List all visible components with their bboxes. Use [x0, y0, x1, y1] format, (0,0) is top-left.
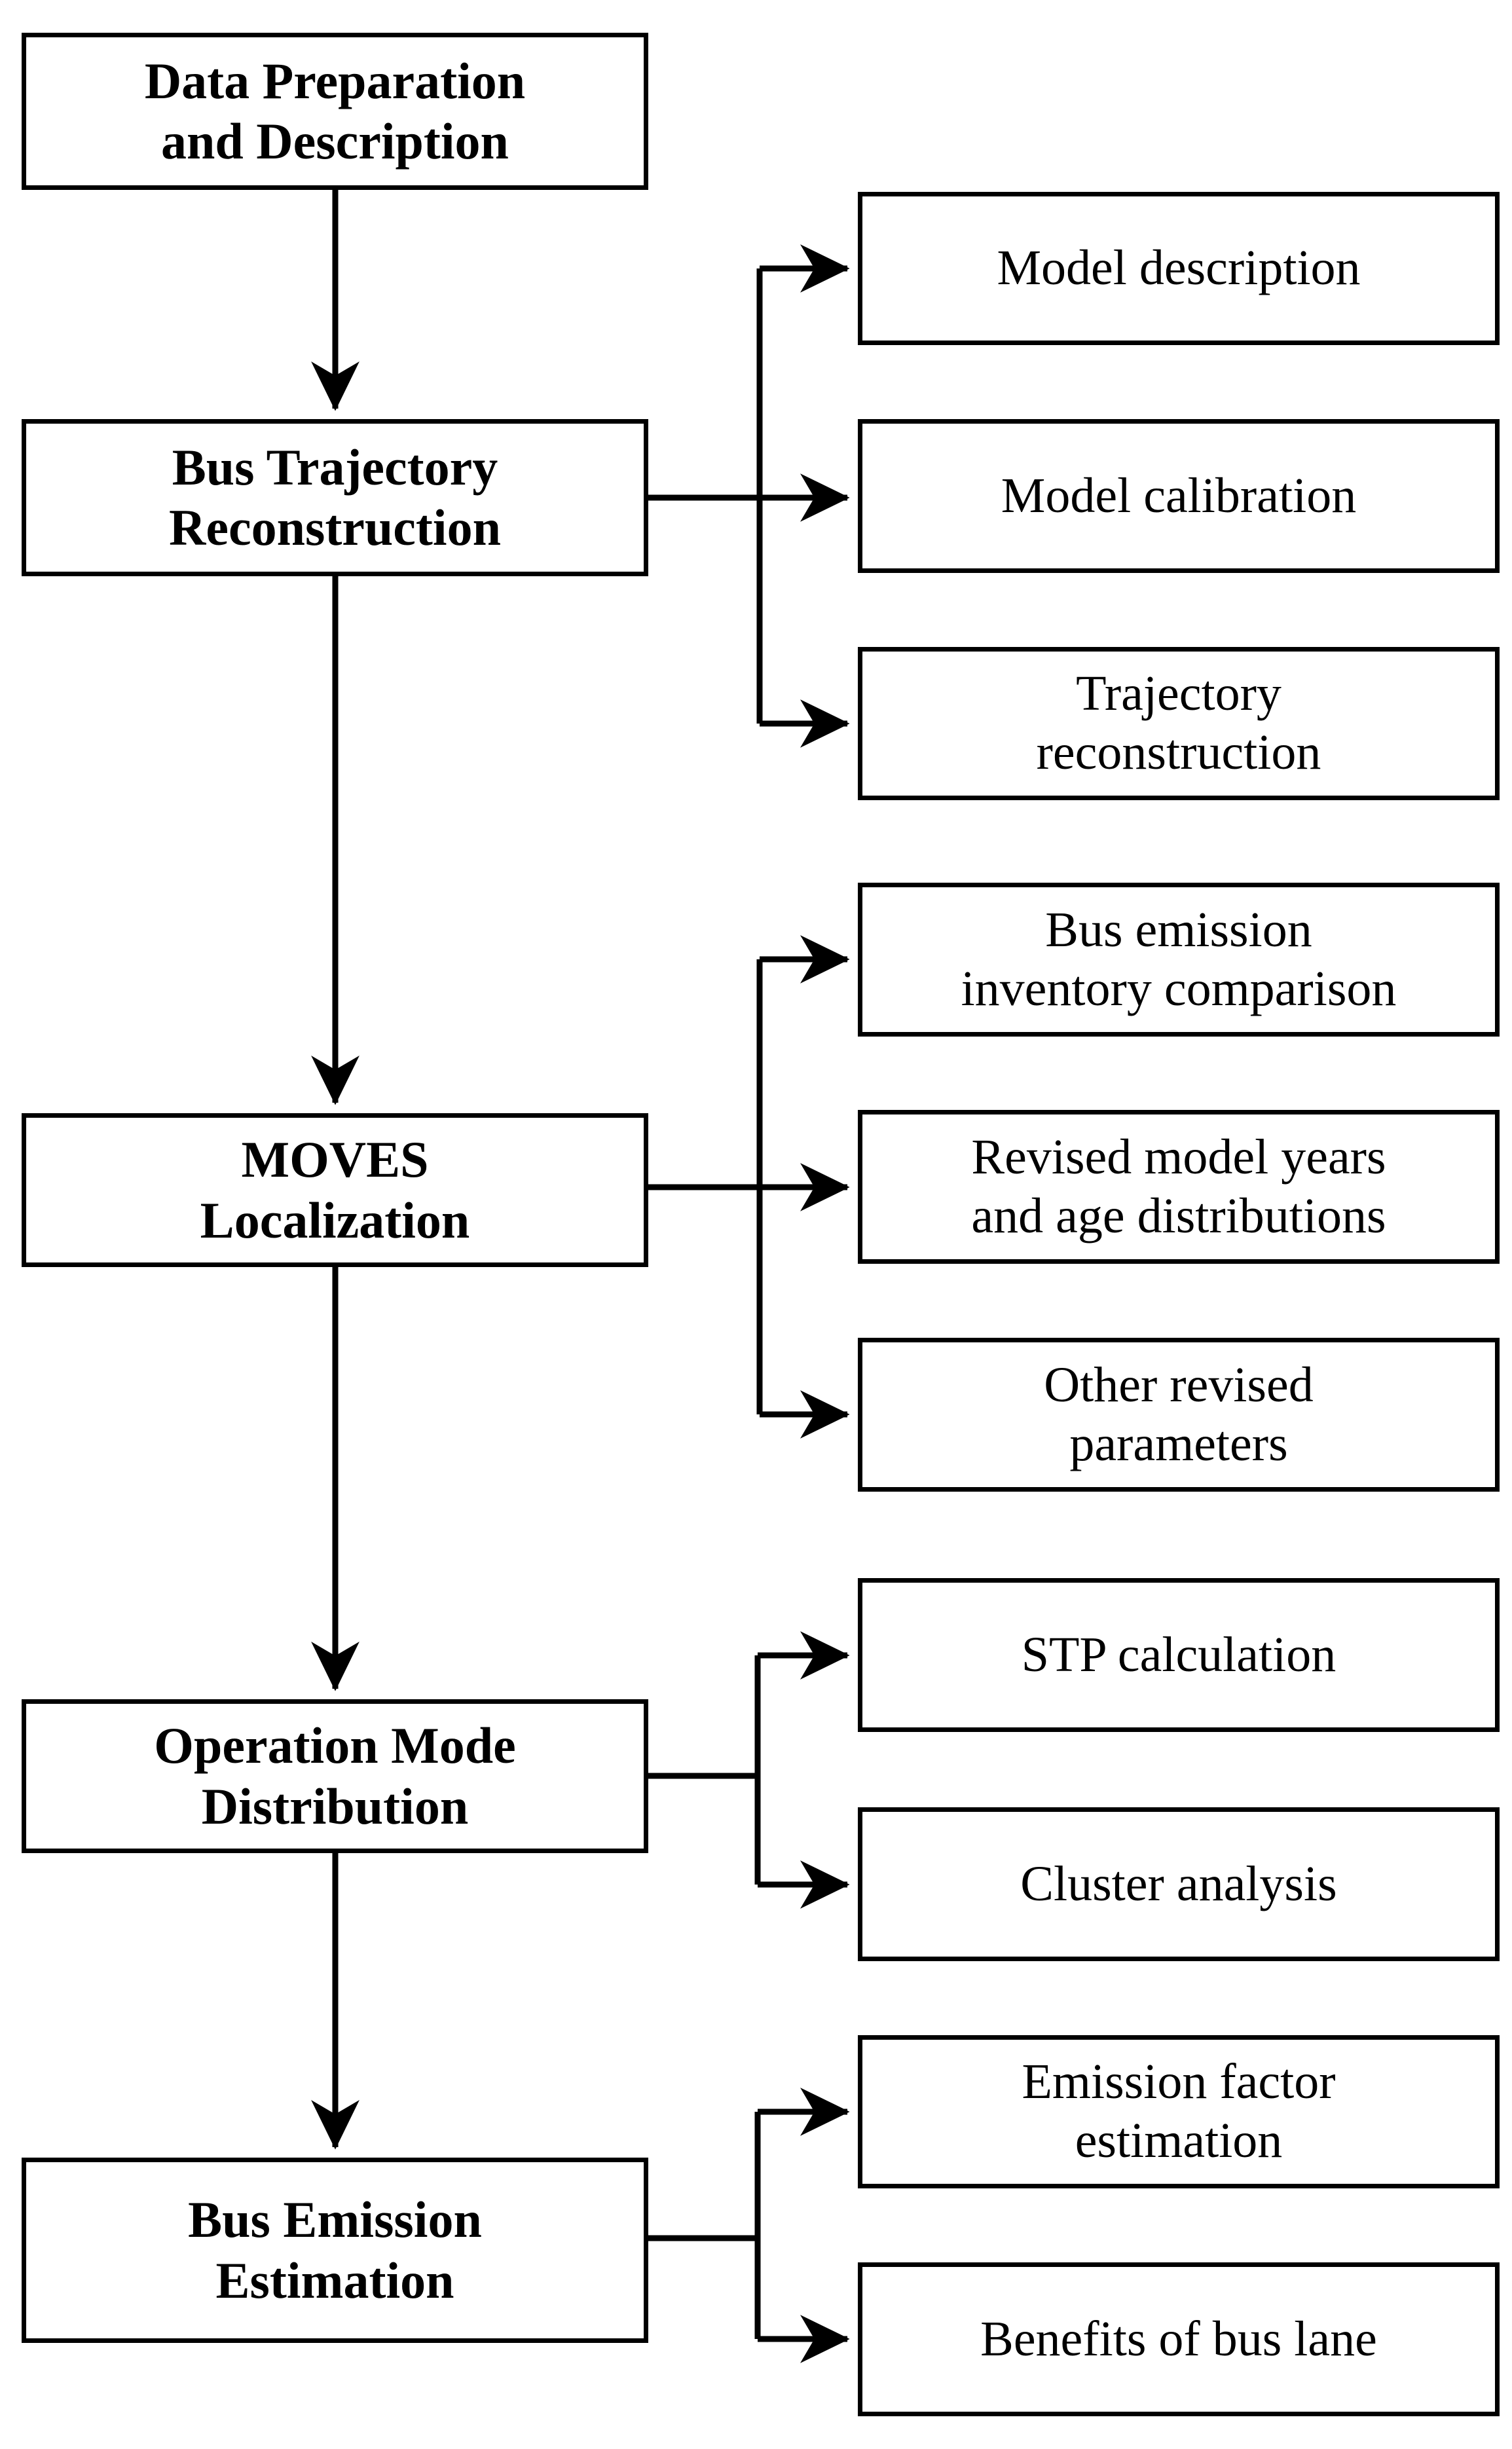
branch-trunk-trajectory [648, 268, 763, 724]
node-label: Model calibration [1001, 468, 1357, 523]
node-stp-calculation[interactable]: STP calculation [858, 1578, 1500, 1732]
branch-trunk-emission [648, 2112, 761, 2339]
branch-arrows-trajectory [760, 244, 850, 748]
node-label: MOVES Localization [200, 1131, 470, 1249]
node-revised-model-years[interactable]: Revised model years and age distribution… [858, 1110, 1500, 1264]
node-label: Trajectory reconstruction [1036, 666, 1321, 780]
node-model-calibration[interactable]: Model calibration [858, 419, 1500, 573]
node-bus-emission-estimation[interactable]: Bus Emission Estimation [22, 2158, 648, 2343]
node-label: Other revised parameters [1044, 1357, 1314, 1471]
node-label: Operation Mode Distribution [154, 1717, 516, 1835]
node-operation-mode-distribution[interactable]: Operation Mode Distribution [22, 1699, 648, 1853]
node-label: Data Preparation and Description [144, 52, 526, 170]
node-label: Bus emission inventory comparison [961, 902, 1397, 1016]
branch-arrows-opmode [758, 1631, 850, 1909]
node-model-description[interactable]: Model description [858, 192, 1500, 345]
node-label: Bus Emission Estimation [188, 2191, 482, 2309]
branch-trunk-opmode [648, 1655, 761, 1885]
node-label: Cluster analysis [1020, 1856, 1337, 1911]
node-label: Revised model years and age distribution… [971, 1129, 1386, 1243]
node-emission-factor-estimation[interactable]: Emission factor estimation [858, 2035, 1500, 2188]
node-bus-trajectory-reconstruction[interactable]: Bus Trajectory Reconstruction [22, 419, 648, 576]
node-label: Benefits of bus lane [980, 2311, 1377, 2366]
node-benefits-of-bus-lane[interactable]: Benefits of bus lane [858, 2262, 1500, 2416]
node-label: Emission factor estimation [1022, 2054, 1336, 2168]
branch-trunk-moves [648, 959, 763, 1414]
node-trajectory-reconstruction[interactable]: Trajectory reconstruction [858, 647, 1500, 800]
node-label: Model description [997, 240, 1361, 296]
node-label: Bus Trajectory Reconstruction [169, 438, 501, 556]
node-label: STP calculation [1021, 1627, 1337, 1682]
branch-arrows-emission [758, 2088, 850, 2363]
node-bus-emission-inventory-comparison[interactable]: Bus emission inventory comparison [858, 883, 1500, 1037]
node-data-preparation[interactable]: Data Preparation and Description [22, 33, 648, 190]
node-cluster-analysis[interactable]: Cluster analysis [858, 1807, 1500, 1961]
branch-arrows-moves [760, 935, 850, 1439]
node-other-revised-parameters[interactable]: Other revised parameters [858, 1338, 1500, 1492]
node-moves-localization[interactable]: MOVES Localization [22, 1113, 648, 1267]
